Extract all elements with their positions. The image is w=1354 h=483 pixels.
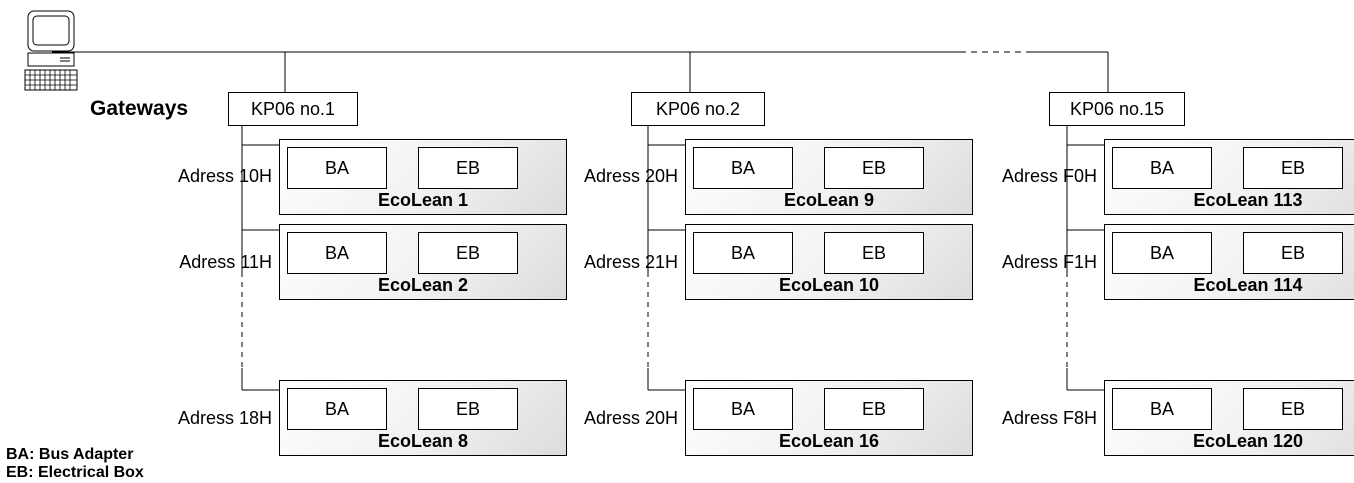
device-unit: BA EB EcoLean 10: [685, 224, 973, 300]
bus-adapter-box: BA: [1112, 147, 1212, 189]
address-label: Adress F1H: [1001, 252, 1097, 272]
address-label: Adress 11H: [179, 252, 272, 272]
device-unit: BA EB EcoLean 113: [1104, 139, 1354, 215]
unit-name: EcoLean 8: [377, 431, 469, 451]
address-label: Adress 21H: [583, 252, 678, 272]
unit-name: EcoLean 10: [778, 275, 880, 295]
electrical-box: EB: [418, 147, 518, 189]
device-unit: BA EB EcoLean 2: [279, 224, 567, 300]
unit-name: EcoLean 9: [783, 190, 875, 210]
unit-name: EcoLean 16: [778, 431, 880, 451]
electrical-box: EB: [1243, 388, 1343, 430]
electrical-box: EB: [1243, 232, 1343, 274]
bus-adapter-box: BA: [287, 147, 387, 189]
device-unit: BA EB EcoLean 120: [1104, 380, 1354, 456]
unit-name: EcoLean 114: [1193, 275, 1303, 295]
electrical-box: EB: [418, 232, 518, 274]
unit-name: EcoLean 113: [1193, 190, 1303, 210]
address-label: Adress 20H: [583, 166, 678, 186]
device-unit: BA EB EcoLean 8: [279, 380, 567, 456]
address-label: Adress F0H: [1001, 166, 1097, 186]
computer-icon: [24, 10, 78, 91]
bus-adapter-box: BA: [287, 232, 387, 274]
unit-name: EcoLean 1: [377, 190, 469, 210]
device-unit: BA EB EcoLean 16: [685, 380, 973, 456]
bus-adapter-box: BA: [693, 388, 793, 430]
unit-name: EcoLean 120: [1192, 431, 1304, 451]
address-label: Adress 10H: [177, 166, 272, 186]
device-unit: BA EB EcoLean 114: [1104, 224, 1354, 300]
gateways-label: Gateways: [90, 97, 189, 120]
electrical-box: EB: [1243, 147, 1343, 189]
electrical-box: EB: [824, 388, 924, 430]
device-unit: BA EB EcoLean 9: [685, 139, 973, 215]
address-label: Adress 18H: [177, 408, 272, 428]
bus-adapter-box: BA: [1112, 232, 1212, 274]
electrical-box: EB: [824, 232, 924, 274]
bus-adapter-box: BA: [287, 388, 387, 430]
bus-adapter-box: BA: [1112, 388, 1212, 430]
electrical-box: EB: [824, 147, 924, 189]
gateway-box: KP06 no.15: [1049, 92, 1185, 126]
gateway-box: KP06 no.1: [228, 92, 358, 126]
address-label: Adress F8H: [1001, 408, 1097, 428]
gateway-box: KP06 no.2: [631, 92, 765, 126]
device-unit: BA EB EcoLean 1: [279, 139, 567, 215]
legend-bus-adapter: BA: Bus Adapter: [6, 446, 134, 463]
unit-name: EcoLean 2: [377, 275, 469, 295]
bus-adapter-box: BA: [693, 147, 793, 189]
electrical-box: EB: [418, 388, 518, 430]
address-label: Adress 20H: [583, 408, 678, 428]
bus-adapter-box: BA: [693, 232, 793, 274]
legend-electrical-box: EB: Electrical Box: [6, 464, 144, 481]
